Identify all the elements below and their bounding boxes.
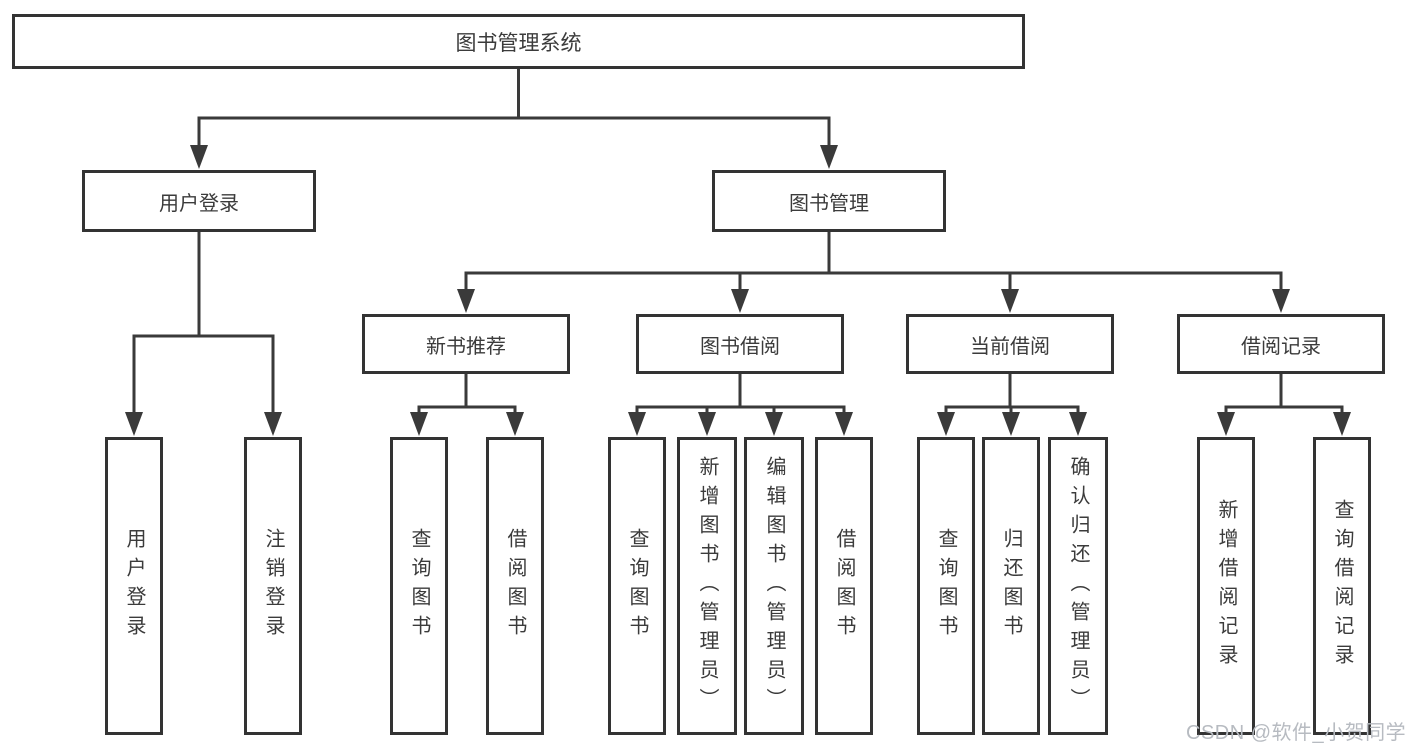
leaf-current-return-books: 归还图书 bbox=[982, 437, 1040, 735]
leaf-borrowing-query-books: 查询图书 bbox=[608, 437, 666, 735]
leaf-user-login: 用户登录 bbox=[105, 437, 163, 735]
leaf-current-confirm-return-admin-label: 确认归还（管理员） bbox=[1067, 455, 1089, 717]
leaf-borrowing-add-books-admin: 新增图书（管理员） bbox=[677, 437, 737, 735]
leaf-user-login-label: 用户登录 bbox=[123, 528, 145, 644]
leaf-current-query-books-label: 查询图书 bbox=[935, 528, 957, 644]
leaf-borrowing-borrow-books-label: 借阅图书 bbox=[833, 528, 855, 644]
leaf-recommend-borrow-books-label: 借阅图书 bbox=[504, 528, 526, 644]
leaf-current-query-books: 查询图书 bbox=[917, 437, 975, 735]
node-new-book-recommend-label: 新书推荐 bbox=[426, 335, 506, 358]
leaf-records-query-borrow-record-label: 查询借阅记录 bbox=[1331, 499, 1353, 673]
leaf-current-confirm-return-admin: 确认归还（管理员） bbox=[1048, 437, 1108, 735]
leaf-borrowing-query-books-label: 查询图书 bbox=[626, 528, 648, 644]
leaf-borrowing-edit-books-admin-label: 编辑图书（管理员） bbox=[763, 455, 785, 717]
leaf-recommend-query-books-label: 查询图书 bbox=[408, 528, 430, 644]
leaf-records-add-borrow-record-label: 新增借阅记录 bbox=[1215, 499, 1237, 673]
leaf-borrowing-edit-books-admin: 编辑图书（管理员） bbox=[744, 437, 804, 735]
leaf-logout-label: 注销登录 bbox=[262, 528, 284, 644]
node-current-borrowing: 当前借阅 bbox=[906, 314, 1114, 374]
node-borrowing-records-label: 借阅记录 bbox=[1241, 335, 1321, 358]
leaf-borrowing-add-books-admin-label: 新增图书（管理员） bbox=[696, 455, 718, 717]
node-root-system-label: 图书管理系统 bbox=[455, 31, 582, 55]
node-root-system: 图书管理系统 bbox=[12, 14, 1025, 69]
node-new-book-recommend: 新书推荐 bbox=[362, 314, 570, 374]
node-book-management: 图书管理 bbox=[712, 170, 946, 232]
node-book-borrowing-label: 图书借阅 bbox=[700, 335, 780, 358]
leaf-records-add-borrow-record: 新增借阅记录 bbox=[1197, 437, 1255, 735]
leaf-borrowing-borrow-books: 借阅图书 bbox=[815, 437, 873, 735]
node-user-login: 用户登录 bbox=[82, 170, 316, 232]
node-borrowing-records: 借阅记录 bbox=[1177, 314, 1385, 374]
leaf-records-query-borrow-record: 查询借阅记录 bbox=[1313, 437, 1371, 735]
csdn-watermark: CSDN @软件_小贺同学 bbox=[1186, 722, 1405, 744]
node-book-management-label: 图书管理 bbox=[789, 192, 869, 215]
node-current-borrowing-label: 当前借阅 bbox=[970, 335, 1050, 358]
node-user-login-label: 用户登录 bbox=[159, 192, 239, 215]
leaf-recommend-query-books: 查询图书 bbox=[390, 437, 448, 735]
leaf-recommend-borrow-books: 借阅图书 bbox=[486, 437, 544, 735]
leaf-current-return-books-label: 归还图书 bbox=[1000, 528, 1022, 644]
node-book-borrowing: 图书借阅 bbox=[636, 314, 844, 374]
leaf-logout: 注销登录 bbox=[244, 437, 302, 735]
